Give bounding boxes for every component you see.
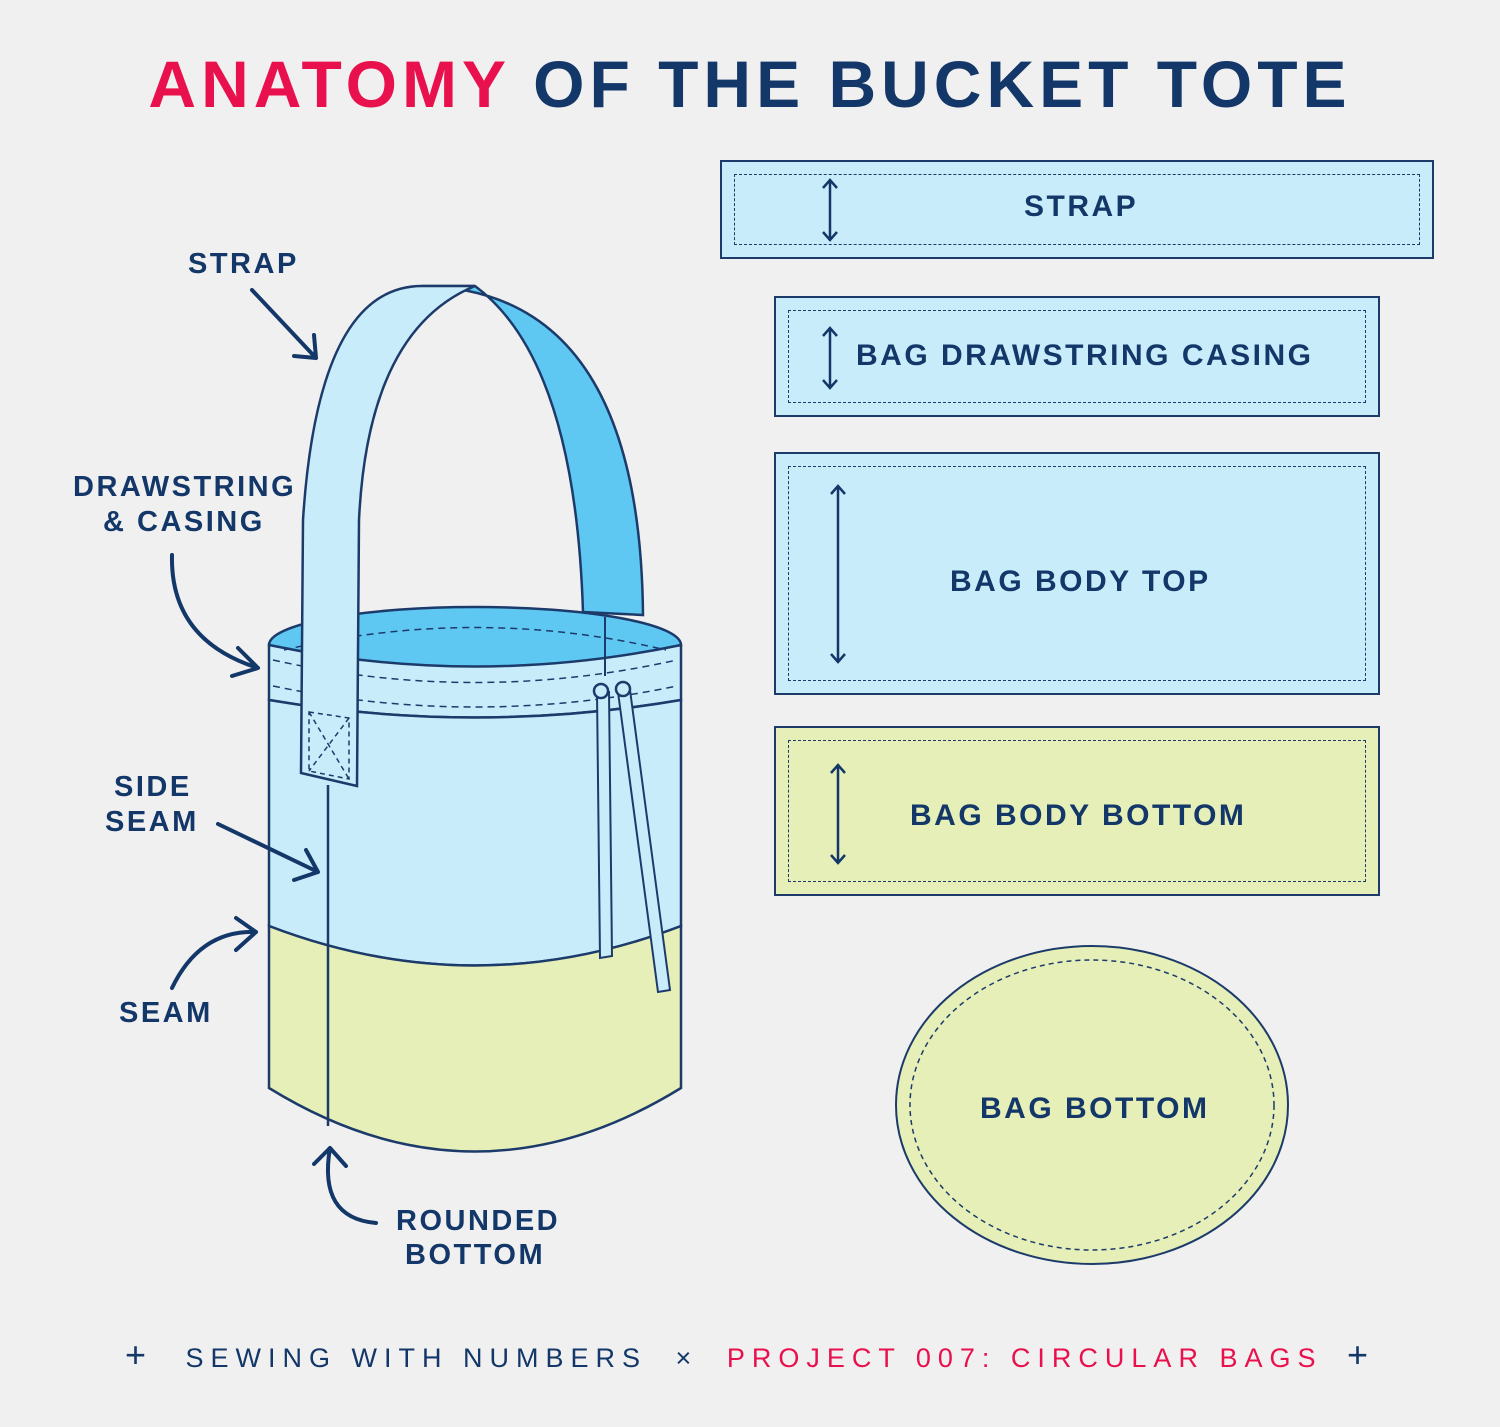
piece-body-bottom-measure-icon <box>830 763 846 865</box>
piece-body-top-measure-icon <box>830 484 846 664</box>
piece-bag-bottom-label: BAG BOTTOM <box>980 1092 1210 1125</box>
grommet-right <box>614 680 632 698</box>
grommet-left <box>592 682 610 700</box>
label-drawstring-line2: & CASING <box>103 506 265 538</box>
plus-icon: + <box>124 1334 154 1375</box>
piece-strap-label: STRAP <box>1024 190 1139 223</box>
label-seam: SEAM <box>119 997 213 1029</box>
label-side-seam-line1: SIDE <box>114 771 192 803</box>
piece-body-bottom-stitch <box>788 740 1366 882</box>
label-side-seam-line2: SEAM <box>105 806 199 838</box>
footer-separator: × <box>675 1343 699 1373</box>
piece-strap-stitch <box>734 174 1420 245</box>
label-drawstring-line1: DRAWSTRING <box>73 471 297 503</box>
piece-strap-measure-icon <box>822 178 838 242</box>
piece-body-bottom-label: BAG BODY BOTTOM <box>910 799 1247 832</box>
footer-right-text: PROJECT 007: CIRCULAR BAGS <box>726 1343 1323 1373</box>
side-seam-arrow <box>216 822 320 882</box>
drawstring-left <box>595 691 614 960</box>
rounded-bottom-arrow <box>312 1146 378 1225</box>
title-rest: OF THE BUCKET TOTE <box>533 47 1352 121</box>
piece-body-top: BAG BODY TOP <box>774 452 1380 695</box>
seam-arrow <box>170 916 258 990</box>
footer-left-text: SEWING WITH NUMBERS <box>185 1343 648 1373</box>
drawstring-arrow <box>169 553 260 678</box>
label-rounded-line2: BOTTOM <box>405 1239 546 1271</box>
plus-icon: + <box>1346 1334 1376 1375</box>
strap-inner-side <box>421 284 645 617</box>
piece-casing-stitch <box>788 310 1366 403</box>
title-accent: ANATOMY <box>148 47 510 121</box>
piece-body-top-stitch <box>788 466 1366 681</box>
body-bottom-panel <box>267 924 683 1153</box>
strap-box-stitch <box>308 711 350 780</box>
page-title: ANATOMY OF THE BUCKET TOTE <box>0 44 1500 124</box>
piece-strap: STRAP <box>720 160 1434 259</box>
label-strap: STRAP <box>188 248 299 280</box>
piece-casing-label: BAG DRAWSTRING CASING <box>856 339 1314 372</box>
strap-front <box>299 284 476 788</box>
piece-casing-measure-icon <box>822 326 838 390</box>
piece-bag-bottom <box>895 945 1289 1265</box>
footer: + SEWING WITH NUMBERS × PROJECT 007: CIR… <box>0 1337 1500 1376</box>
label-rounded-line1: ROUNDED <box>396 1205 561 1237</box>
piece-casing: BAG DRAWSTRING CASING <box>774 296 1380 417</box>
strap-arrow <box>250 288 318 360</box>
piece-body-bottom: BAG BODY BOTTOM <box>774 726 1380 896</box>
bucket-tote-illustration <box>169 284 683 1225</box>
piece-body-top-label: BAG BODY TOP <box>950 565 1211 598</box>
